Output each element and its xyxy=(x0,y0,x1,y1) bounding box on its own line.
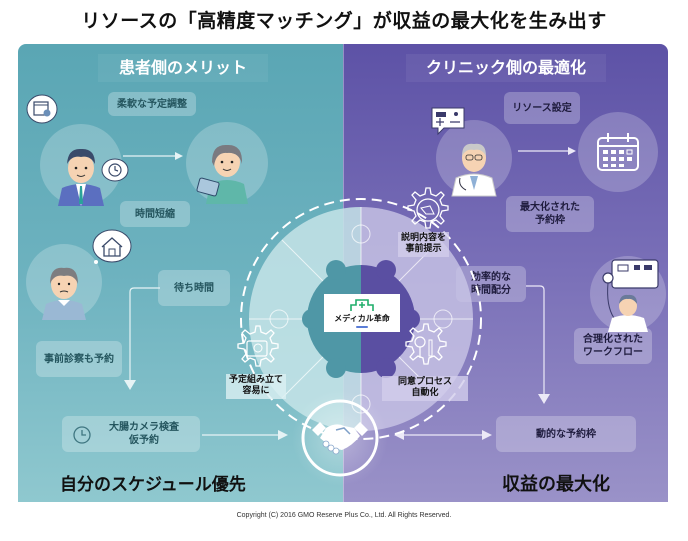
woman-tablet-avatar-icon xyxy=(196,144,248,204)
time-saving-box: 時間短縮 xyxy=(120,201,190,227)
explanation-preview-line2: 事前提示 xyxy=(405,244,442,255)
calendar-circle xyxy=(578,112,658,192)
settings-bubble-icon xyxy=(431,107,465,136)
clock-icon xyxy=(73,426,91,444)
wait-to-camera-arrow xyxy=(124,287,160,390)
flexible-scheduling-box: 柔軟な予定調整 xyxy=(108,92,196,116)
streamlined-workflow-box: 合理化された ワークフロー xyxy=(574,328,652,364)
house-icon xyxy=(92,229,132,264)
handshake-icon xyxy=(292,390,388,486)
wait-time-box: 待ち時間 xyxy=(158,270,230,306)
colonoscopy-line1: 大腸カメラ検査 xyxy=(109,422,179,433)
gear-icon xyxy=(405,323,447,365)
infographic-panel: 患者側のメリット クリニック側の最適化 柔軟な予定調整 時間短縮 xyxy=(18,44,668,502)
logo-underline xyxy=(356,326,368,328)
streamlined-workflow-line1: 合理化された xyxy=(583,334,643,345)
resource-settings-box: リソース設定 xyxy=(504,92,580,124)
copyright-notice: Copyright (C) 2016 GMO Reserve Plus Co.,… xyxy=(236,512,452,519)
pre-exam-booking-box: 事前診察も予約 xyxy=(36,341,122,377)
camera-to-handshake-arrow xyxy=(202,430,288,440)
logo-text: メディカル革命 xyxy=(334,314,390,323)
colonoscopy-booking-box: 大腸カメラ検査 仮予約 xyxy=(62,416,200,452)
patient-benefits-header: 患者側のメリット xyxy=(98,54,268,82)
revenue-maximization-label: 収益の最大化 xyxy=(502,474,610,495)
clock-icon xyxy=(101,158,129,182)
easy-scheduling-line2: 容易に xyxy=(242,386,270,397)
efficient-to-dynamic-arrow xyxy=(526,285,550,404)
page-title: リソースの「高精度マッチング」が収益の最大化を生み出す xyxy=(81,10,607,32)
colonoscopy-line2: 仮予約 xyxy=(129,435,159,446)
maximized-slots-line1: 最大化された xyxy=(520,202,580,213)
consent-automation-line2: 自動化 xyxy=(411,388,439,399)
clinic-optimization-header: クリニック側の最適化 xyxy=(406,54,606,82)
older-man-avatar-icon xyxy=(42,267,86,320)
maximized-slots-box: 最大化された 予約枠 xyxy=(506,196,594,232)
businessman-avatar-icon xyxy=(58,148,104,206)
consent-automation-line1: 同意プロセス xyxy=(397,377,452,387)
arrow-right xyxy=(123,152,183,160)
consent-automation-tag: 同意プロセス 自動化 xyxy=(382,376,468,401)
doctor-avatar-icon xyxy=(451,143,497,197)
explanation-preview-line1: 説明内容を xyxy=(401,233,447,243)
efficient-time-line1: 効率的な xyxy=(471,272,511,283)
calendar-icon xyxy=(26,94,58,124)
easy-scheduling-line1: 予定組み立て xyxy=(229,375,284,385)
arrow-right xyxy=(518,147,576,155)
streamlined-workflow-line2: ワークフロー xyxy=(583,347,643,358)
gear-icon xyxy=(407,187,449,229)
efficient-time-line2: 時間配分 xyxy=(471,285,511,296)
maximized-slots-line2: 予約枠 xyxy=(535,215,565,226)
puzzle-ring-icon xyxy=(240,198,482,440)
explanation-preview-tag: 説明内容を 事前提示 xyxy=(398,232,450,257)
patient-schedule-priority-label: 自分のスケジュール優先 xyxy=(60,475,246,495)
gear-icon xyxy=(237,325,279,367)
medical-revolution-logo: メディカル革命 xyxy=(324,294,400,332)
easy-scheduling-tag: 予定組み立て 容易に xyxy=(226,374,287,399)
calendar-icon xyxy=(597,133,639,171)
doctor-monitor-avatar-icon xyxy=(602,259,659,332)
dynamic-slots-box: 動的な予約枠 xyxy=(496,416,636,452)
clinic-logo-icon xyxy=(350,299,374,311)
